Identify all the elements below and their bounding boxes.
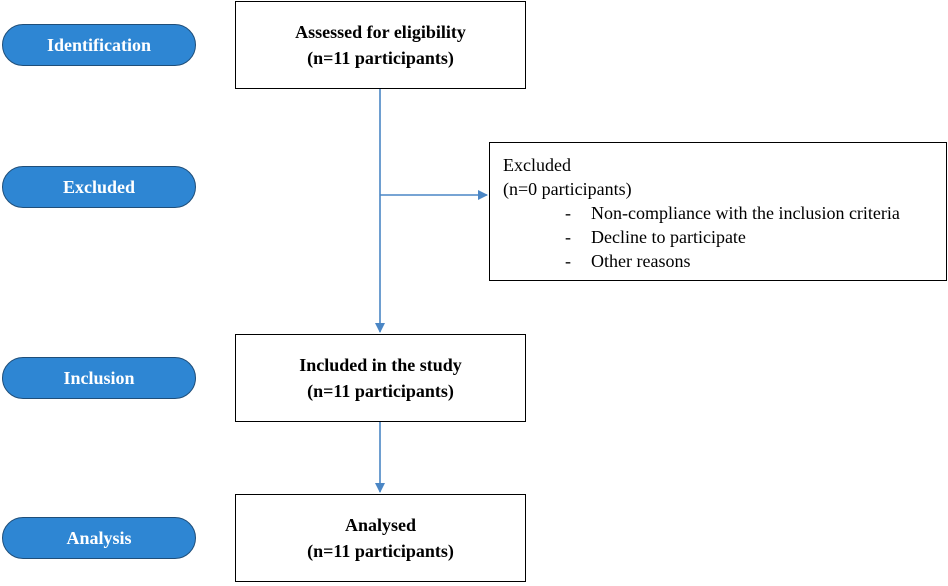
excluded-count: (n=0 participants) <box>503 179 632 199</box>
stage-identification: Identification <box>2 24 196 66</box>
exclusion-reason: - Decline to participate <box>565 225 946 249</box>
analysed-title: Analysed <box>344 515 416 535</box>
included-box: Included in the study (n=11 participants… <box>235 334 526 422</box>
excluded-title: Excluded <box>503 155 571 175</box>
assessed-title: Assessed for eligibility <box>295 22 466 42</box>
stage-excluded-label: Excluded <box>62 176 136 197</box>
exclusion-reason-text: Other reasons <box>591 251 691 271</box>
exclusion-reasons-list: - Non-compliance with the inclusion crit… <box>503 201 946 273</box>
exclusion-reason-text: Non-compliance with the inclusion criter… <box>591 203 900 223</box>
analysed-count: (n=11 participants) <box>307 541 454 561</box>
list-dash: - <box>565 251 571 271</box>
exclusion-reason-text: Decline to participate <box>591 227 746 247</box>
stage-analysis-label: Analysis <box>66 527 132 548</box>
exclusion-reason: - Other reasons <box>565 249 946 273</box>
stage-excluded: Excluded <box>2 166 196 208</box>
list-dash: - <box>565 227 571 247</box>
exclusion-reason: - Non-compliance with the inclusion crit… <box>565 201 946 225</box>
assessed-count: (n=11 participants) <box>307 48 454 68</box>
excluded-box: Excluded (n=0 participants) - Non-compli… <box>489 142 947 281</box>
list-dash: - <box>565 203 571 223</box>
analysed-box: Analysed (n=11 participants) <box>235 494 526 582</box>
stage-inclusion-label: Inclusion <box>63 367 135 388</box>
stage-analysis: Analysis <box>2 517 196 559</box>
assessed-box: Assessed for eligibility (n=11 participa… <box>235 1 526 89</box>
stage-identification-label: Identification <box>46 34 151 55</box>
stage-inclusion: Inclusion <box>2 357 196 399</box>
included-count: (n=11 participants) <box>307 381 454 401</box>
included-title: Included in the study <box>299 355 462 375</box>
